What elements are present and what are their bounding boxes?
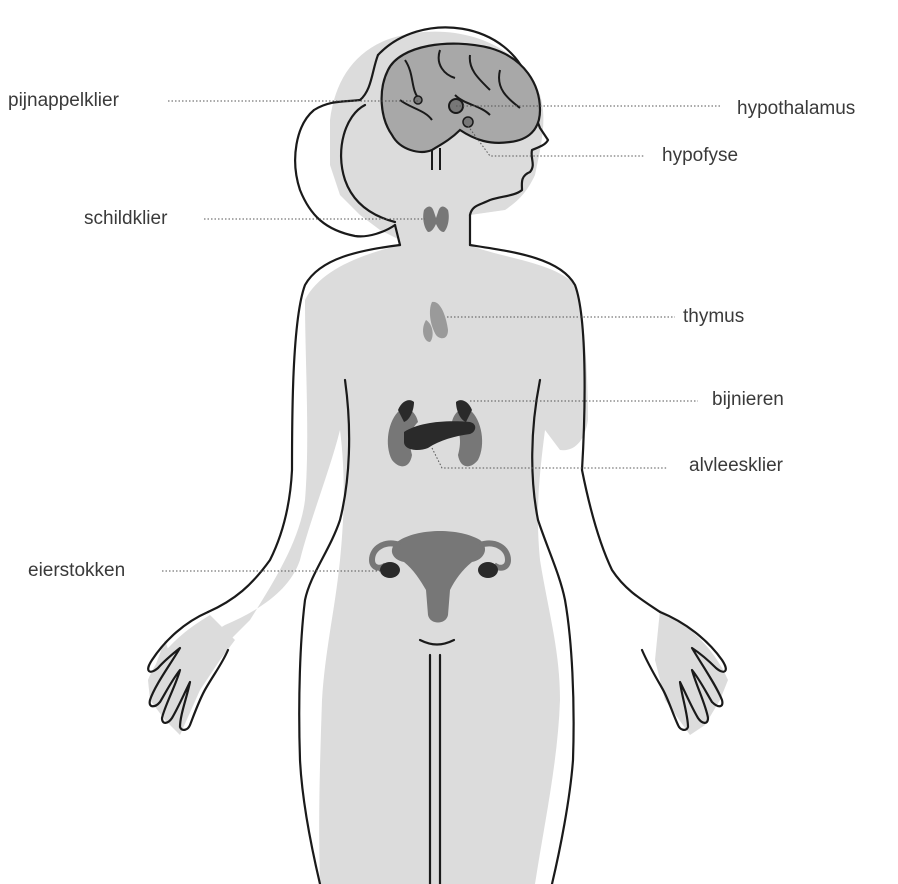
label-alvleesklier: alvleesklier [689, 456, 783, 475]
right-ovary [478, 562, 498, 578]
label-schildklier: schildklier [84, 209, 167, 228]
label-thymus: thymus [683, 307, 744, 326]
pituitary-gland [463, 117, 473, 127]
pineal-gland [414, 96, 422, 104]
label-eierstokken: eierstokken [28, 561, 125, 580]
left-ovary [380, 562, 400, 578]
label-hypothalamus: hypothalamus [737, 99, 855, 118]
label-hypofyse: hypofyse [662, 146, 738, 165]
label-pijnappelklier: pijnappelklier [8, 91, 119, 110]
label-bijnieren: bijnieren [712, 390, 784, 409]
body-silhouette-fill [148, 32, 728, 884]
